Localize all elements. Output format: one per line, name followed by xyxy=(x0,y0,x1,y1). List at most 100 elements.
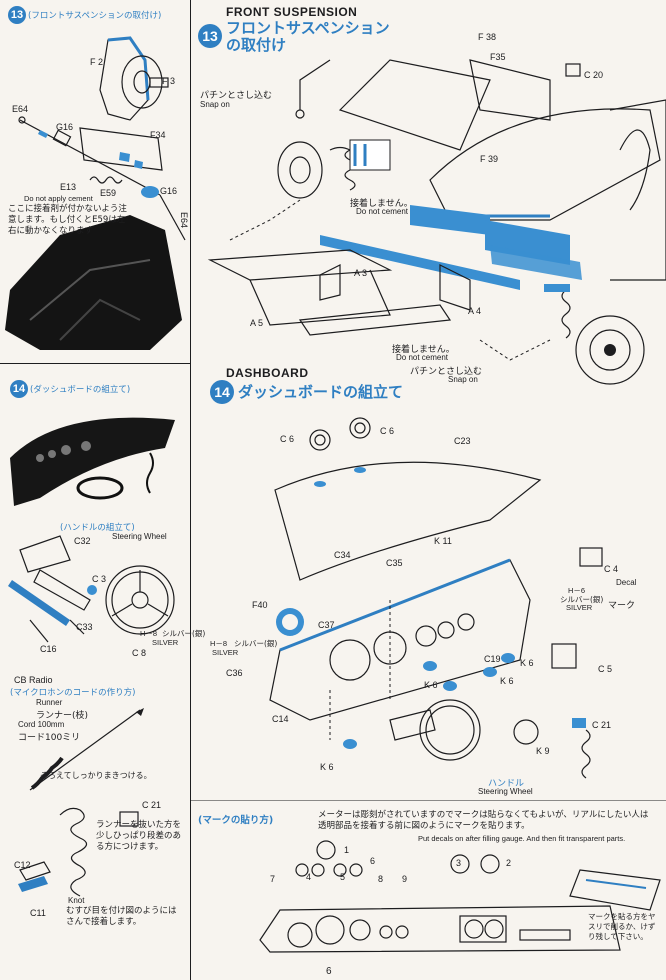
part-h8-left: H－8 xyxy=(140,629,158,638)
part-c6-b: C 6 xyxy=(380,426,395,436)
knot-instruction: むすび目を付け図のようにはさんで接着します。 xyxy=(66,906,177,927)
silver-jp-left: シルバー(銀) xyxy=(162,629,206,638)
steering-en-left: Steering Wheel xyxy=(112,532,167,541)
part-c21-main: C 21 xyxy=(592,720,612,730)
step14-left-badge: 14 xyxy=(10,380,28,398)
part-c19: C19 xyxy=(484,654,501,664)
runner-jp: ランナー(枝) xyxy=(36,711,89,721)
part-c8: C 8 xyxy=(132,648,147,658)
decal-jp: マーク xyxy=(608,601,636,611)
step13-title-line1: フロントサスペンション xyxy=(226,19,390,37)
part-e64-b: E64 xyxy=(179,211,190,229)
part-a5: A 5 xyxy=(250,318,264,328)
part-f2-left: F 2 xyxy=(90,57,104,67)
silver-en-main: SILVER xyxy=(566,603,593,612)
knot-en: Knot xyxy=(68,896,85,905)
part-c11: C11 xyxy=(30,908,46,918)
part-c35: C35 xyxy=(386,558,403,568)
part-c3: C 3 xyxy=(92,574,107,584)
part-e13: E13 xyxy=(60,182,77,192)
part-c23: C23 xyxy=(454,436,471,446)
decal-num-6: 6 xyxy=(370,856,376,866)
cb-radio-jp: (マイクロホンのコードの作り方) xyxy=(10,688,136,698)
part-c14: C14 xyxy=(272,714,289,724)
decals-title: (マークの貼り方) xyxy=(198,815,274,826)
decal-num-9: 9 xyxy=(402,874,408,884)
decal-placement-drawing xyxy=(259,840,661,953)
decal-num-8: 8 xyxy=(378,874,384,884)
decal-en: Decal xyxy=(616,578,637,587)
part-c33: C33 xyxy=(76,622,93,632)
part-c37: C37 xyxy=(318,620,335,630)
decal-num-1: 1 xyxy=(344,845,350,855)
part-c21-left: C 21 xyxy=(142,800,162,810)
part-f34: F34 xyxy=(150,130,166,140)
snap-jp-top: パチンとさし込む xyxy=(200,91,273,101)
part-c12: C12 xyxy=(14,860,31,870)
step13-title-line2: の取付け xyxy=(226,36,287,54)
steering-en-main: Steering Wheel xyxy=(478,787,533,796)
no-cement-en-1: Do not cement xyxy=(356,207,409,216)
dashboard-drawing xyxy=(269,417,603,779)
part-f38: F 38 xyxy=(478,32,497,42)
step13-main-badge: 13 xyxy=(198,24,222,48)
decals-note-en: Put decals on after filling gauge. And t… xyxy=(418,834,626,843)
do-not-cement-en: Do not apply cement xyxy=(24,194,93,203)
part-c16: C16 xyxy=(40,644,57,654)
decal-side-note: マークを貼る方をヤスリで削るか、けずり残して下さい。 xyxy=(588,912,656,941)
step14-main-badge: 14 xyxy=(210,380,234,404)
steering-title-left: (ハンドルの組立て) xyxy=(60,523,135,533)
part-g16-b: G16 xyxy=(160,186,178,196)
part-c20: C 20 xyxy=(584,70,604,80)
part-k6-b: K 6 xyxy=(500,676,514,686)
silver2-en: SILVER xyxy=(212,648,239,657)
h8-label-main: H－8 xyxy=(210,639,228,648)
step13-left-title: (フロントサスペンションの取付け) xyxy=(28,11,162,21)
part-f3-left: F 3 xyxy=(162,76,176,86)
twist-instruction: そろえてしっかりまきつける。 xyxy=(40,771,152,780)
step14-title: ダッシュボードの組立て xyxy=(238,383,404,401)
decal-num-5: 5 xyxy=(340,872,346,882)
h6-label: H－6 xyxy=(568,586,586,595)
dashboard-heading: DASHBOARD xyxy=(226,366,309,380)
step13-left-badge: 13 xyxy=(8,6,26,24)
part-g16-a: G16 xyxy=(56,122,74,132)
part-k6-a: K 6 xyxy=(520,658,534,668)
decal-num-7: 7 xyxy=(270,874,276,884)
part-e59: E59 xyxy=(100,188,117,198)
page-number: 6 xyxy=(326,966,332,977)
silver-jp-main: シルバー(銀) xyxy=(560,595,604,604)
horizontal-divider-left xyxy=(0,363,190,364)
snap-en-top: Snap on xyxy=(200,100,230,109)
part-a4: A 4 xyxy=(468,306,482,316)
cb-cord-drawing xyxy=(18,708,144,897)
cb-radio-en: CB Radio xyxy=(14,675,53,685)
part-k6-c: K 6 xyxy=(424,680,438,690)
no-cement-jp-1: 接着しません。 xyxy=(350,199,413,209)
step14-left-title: (ダッシュボードの組立て) xyxy=(30,385,131,395)
silver2-jp: シルバー(銀) xyxy=(234,639,278,648)
step13-left-drawing xyxy=(5,36,186,350)
part-c36: C36 xyxy=(226,668,243,678)
front-suspension-drawing xyxy=(207,59,666,385)
cord-jp: コード100ミリ xyxy=(18,733,81,743)
no-cement-en-2: Do not cement xyxy=(396,353,449,362)
pull-instruction: ランナーを抜いた方を少しひっぱり段差のある方につけます。 xyxy=(96,820,182,852)
no-cement-jp-2: 接着しません。 xyxy=(392,345,455,355)
part-f35: F35 xyxy=(490,52,506,62)
decal-num-3: 3 xyxy=(456,858,462,868)
cement-caution-note: ここに接着剤が付かないよう注意します。もし付くとE59は左右に動かなくなります xyxy=(8,204,127,236)
silver-en-left: SILVER xyxy=(152,638,179,647)
snap-jp-bottom: パチンとさし込む xyxy=(410,367,483,377)
part-f40: F40 xyxy=(252,600,268,610)
part-c34: C34 xyxy=(334,550,351,560)
part-c32: C32 xyxy=(74,536,91,546)
step14-left-dash-photo xyxy=(10,417,175,506)
part-k6-d: K 6 xyxy=(320,762,334,772)
part-c4: C 4 xyxy=(604,564,619,574)
cord-en: Cord 100mm xyxy=(18,720,65,729)
part-a3: A 3 xyxy=(354,268,368,278)
step14-left-steering-drawing xyxy=(8,535,175,643)
decal-num-2: 2 xyxy=(506,858,512,868)
part-f39: F 39 xyxy=(480,154,499,164)
